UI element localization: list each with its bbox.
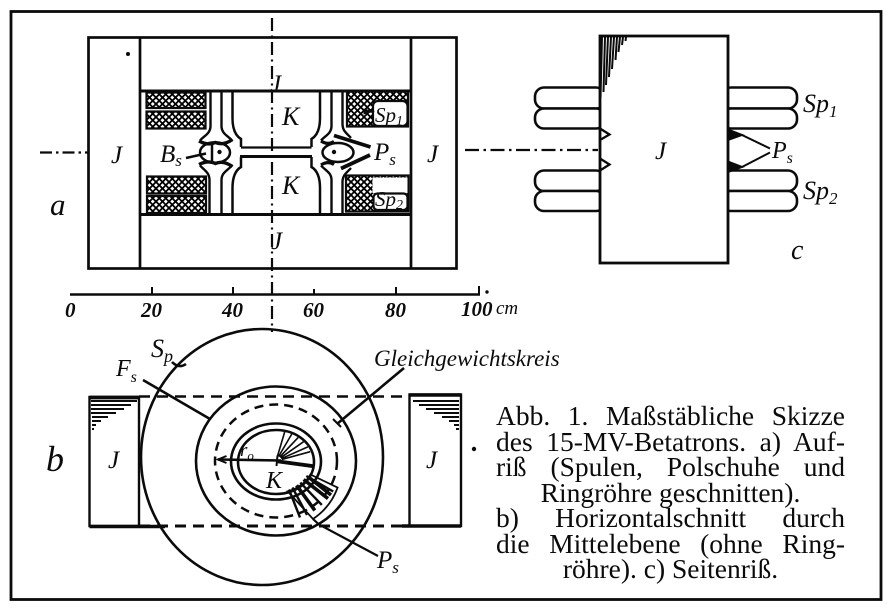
svg-text:Sp2: Sp2 xyxy=(803,176,838,208)
svg-text:J: J xyxy=(108,447,121,474)
svg-text:20: 20 xyxy=(140,298,163,322)
svg-text:Gleichgewichtskreis: Gleichgewichtskreis xyxy=(374,346,560,371)
svg-text:J: J xyxy=(426,447,439,474)
svg-text:Ps: Ps xyxy=(376,547,399,577)
svg-text:80: 80 xyxy=(385,298,407,322)
svg-text:J: J xyxy=(111,142,124,169)
svg-text:0: 0 xyxy=(65,298,76,322)
svg-text:ro: ro xyxy=(240,440,254,463)
svg-text:b: b xyxy=(46,439,64,479)
svg-text:Bs: Bs xyxy=(160,141,182,170)
svg-text:Sp: Sp xyxy=(151,334,173,366)
svg-text:J: J xyxy=(271,228,284,255)
svg-text:100: 100 xyxy=(461,297,493,321)
svg-text:Ps: Ps xyxy=(771,138,793,167)
svg-text:cm: cm xyxy=(496,298,518,319)
svg-text:a: a xyxy=(50,187,66,222)
svg-text:Ps: Ps xyxy=(373,139,396,169)
svg-text:J: J xyxy=(427,141,440,168)
svg-text:K: K xyxy=(265,468,284,494)
svg-text:J: J xyxy=(655,138,668,165)
svg-text:Fs: Fs xyxy=(115,356,137,386)
svg-text:60: 60 xyxy=(303,298,325,322)
svg-text:40: 40 xyxy=(221,298,244,322)
svg-text:Sp1: Sp1 xyxy=(803,89,838,121)
svg-text:c: c xyxy=(791,235,804,266)
svg-text:K: K xyxy=(281,102,301,131)
svg-text:J: J xyxy=(270,71,283,98)
svg-text:K: K xyxy=(281,171,301,200)
